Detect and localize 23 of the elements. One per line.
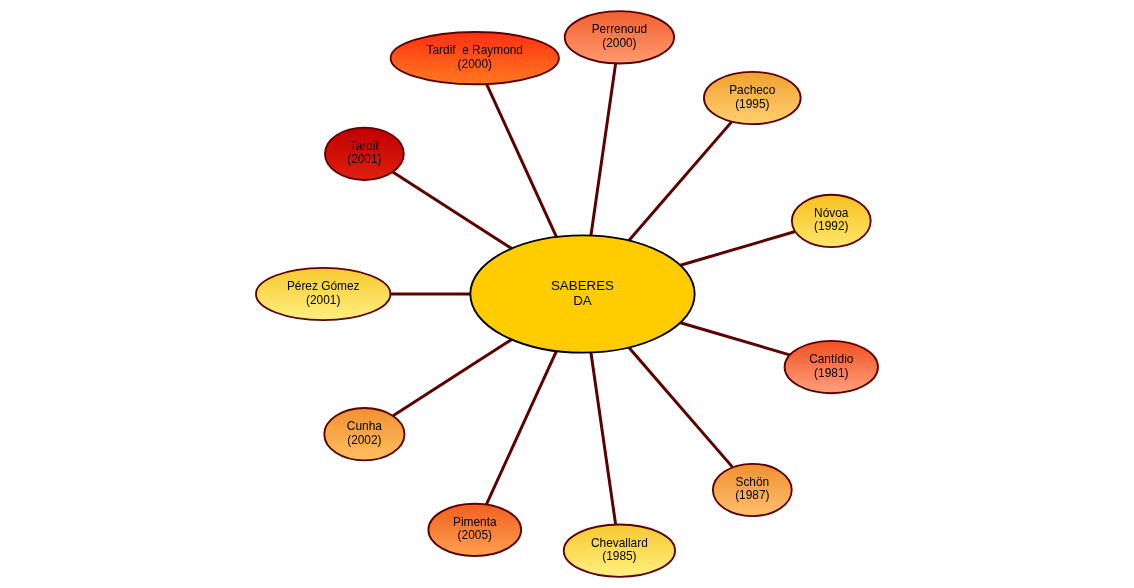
node-ellipse: SABERES DA bbox=[469, 234, 696, 354]
connector bbox=[485, 350, 558, 505]
node-ellipse: Nóvoa (1992) bbox=[790, 193, 872, 249]
node-ellipse: Pimenta (2005) bbox=[427, 502, 523, 557]
node-ellipse: Pacheco (1995) bbox=[703, 70, 802, 126]
node-ellipse: Cunha (2002) bbox=[323, 407, 406, 462]
node-ellipse: Pérez Gómez (2001) bbox=[255, 266, 392, 322]
node-ellipse: Perrenoud (2000) bbox=[563, 10, 675, 65]
connector bbox=[627, 120, 733, 242]
connector bbox=[391, 170, 513, 250]
node-ellipse: Chevallard (1985) bbox=[562, 523, 676, 578]
connector bbox=[390, 292, 471, 296]
connector bbox=[589, 63, 618, 236]
connector bbox=[627, 346, 734, 469]
node-ellipse: Schön (1987) bbox=[711, 462, 793, 518]
connector bbox=[589, 352, 618, 525]
node-ellipse: Cantídio (1981) bbox=[783, 339, 879, 395]
connector bbox=[392, 338, 513, 417]
connector bbox=[485, 83, 558, 238]
node-ellipse: Tardif (2001) bbox=[324, 126, 405, 181]
connector bbox=[680, 230, 796, 267]
node-ellipse: Tardif e Raymond (2000) bbox=[389, 31, 560, 86]
connector bbox=[680, 321, 790, 357]
